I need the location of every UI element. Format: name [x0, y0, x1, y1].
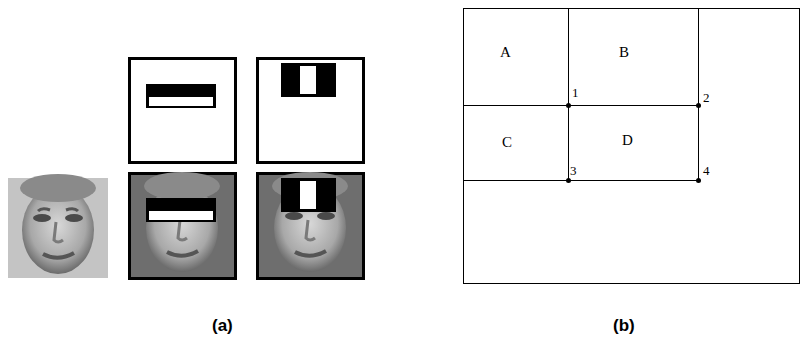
- region-letter: D: [622, 133, 633, 148]
- region-letter: C: [502, 135, 512, 150]
- panel-label: (b): [613, 317, 635, 334]
- region-cell: C: [464, 106, 568, 180]
- face-with-feature: [258, 172, 364, 279]
- corner-number: 2: [703, 91, 710, 104]
- corner-number: 1: [572, 86, 579, 99]
- face-with-feature: [130, 172, 236, 279]
- corner-number: 3: [570, 164, 577, 177]
- corner-number: 4: [703, 164, 710, 177]
- region-cell: A: [464, 9, 568, 105]
- integral-grid: [463, 8, 800, 284]
- feature-template: [258, 59, 364, 163]
- region-cell: B: [569, 9, 698, 105]
- region-letter: A: [500, 45, 511, 60]
- corner-dot: [566, 103, 701, 183]
- panel-label: (a): [212, 317, 233, 334]
- feature-template: [130, 59, 236, 163]
- region-letter: B: [619, 45, 629, 60]
- region-cell: D: [569, 106, 698, 180]
- face-image: [8, 174, 108, 278]
